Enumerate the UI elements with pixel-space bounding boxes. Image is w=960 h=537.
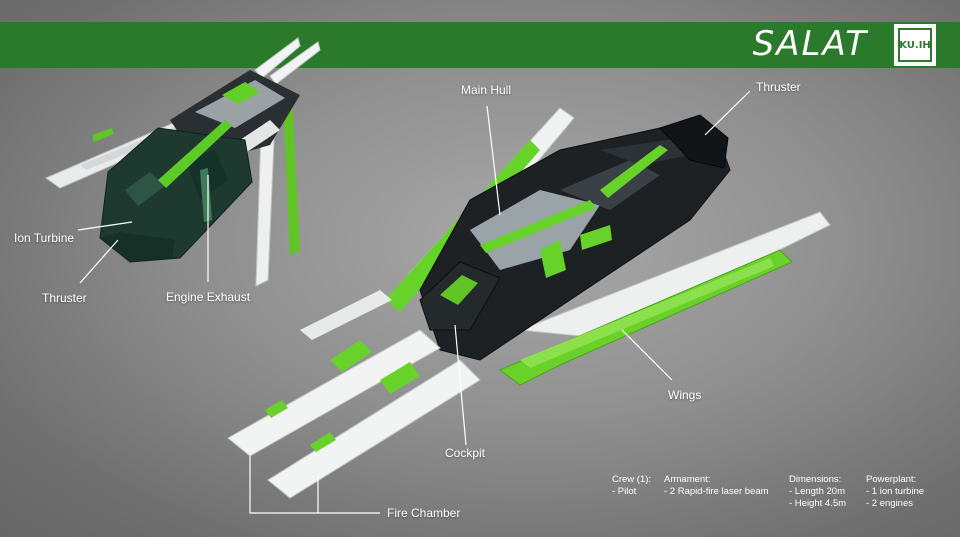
label-engine-exhaust: Engine Exhaust	[166, 290, 251, 304]
spec-powerplant-title: Powerplant:	[866, 474, 917, 485]
leader-wings	[621, 329, 673, 381]
brand-logo-text: KU.IH	[898, 28, 932, 62]
label-thruster-left: Thruster	[42, 291, 87, 305]
callout-leaders	[77, 90, 751, 514]
fire-chamber-barrel-lower	[267, 359, 481, 499]
rear-thruster	[659, 114, 729, 169]
fire-chamber-barrel-upper	[227, 329, 441, 457]
spec-armament-item: - 2 Rapid-fire laser beam	[664, 486, 769, 497]
spec-crew-title: Crew (1):	[612, 474, 652, 485]
leader-ion-turbine	[77, 221, 133, 231]
label-main-hull: Main Hull	[461, 83, 512, 97]
spec-powerplant: Powerplant: - 1 ion turbine - 2 engines	[866, 474, 924, 510]
main-hull	[419, 127, 731, 361]
leader-cockpit	[454, 324, 467, 446]
leader-thruster-left	[79, 239, 119, 284]
spec-dimensions-item: - Length 20m	[789, 486, 845, 497]
leader-main-hull	[486, 105, 501, 216]
brand-logo: KU.IH	[894, 24, 936, 66]
spec-crew: Crew (1): - Pilot	[612, 474, 651, 498]
rear-view-ship	[44, 37, 321, 287]
ship-title: SALAT	[752, 24, 868, 64]
label-wings: Wings	[668, 388, 702, 402]
spec-dimensions-item: - Height 4.5m	[789, 498, 847, 509]
spec-dimensions: Dimensions: - Length 20m - Height 4.5m	[789, 474, 846, 510]
label-thruster-right: Thruster	[756, 80, 801, 94]
main-ship	[227, 107, 831, 499]
leader-fire-chamber	[249, 456, 380, 514]
leader-thruster-right	[704, 90, 751, 136]
label-cockpit: Cockpit	[445, 446, 486, 460]
title-banner	[0, 22, 960, 68]
spec-dimensions-title: Dimensions:	[789, 474, 842, 485]
right-wing	[519, 211, 831, 339]
spec-powerplant-item: - 2 engines	[866, 498, 914, 509]
spec-powerplant-item: - 1 ion turbine	[866, 486, 925, 497]
label-fire-chamber: Fire Chamber	[387, 506, 461, 520]
spec-crew-item: - Pilot	[612, 486, 637, 497]
spec-armament-title: Armament:	[664, 474, 711, 485]
label-ion-turbine: Ion Turbine	[14, 231, 75, 245]
spec-armament: Armament: - 2 Rapid-fire laser beam	[664, 474, 769, 498]
